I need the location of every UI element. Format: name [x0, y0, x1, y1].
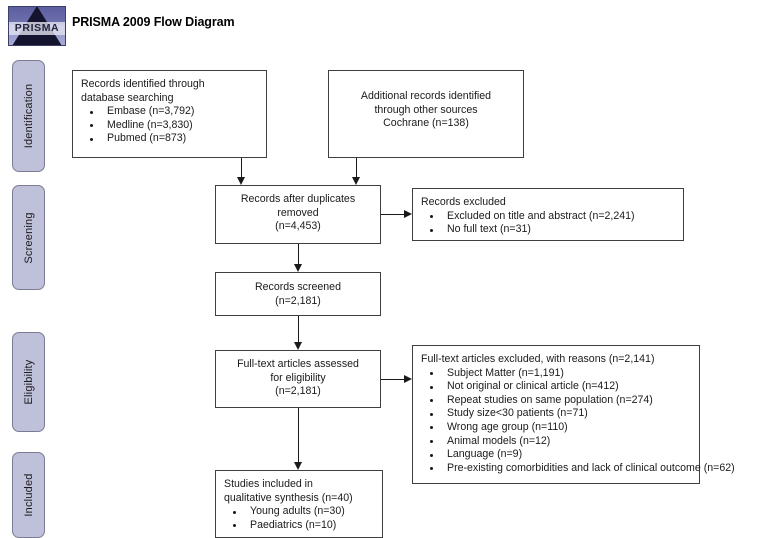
- box-line: Records after duplicates: [240, 193, 356, 205]
- box-line: Full-text articles excluded, with reason…: [421, 353, 655, 365]
- logo-text: PRISMA: [14, 22, 60, 34]
- list-item: Repeat studies on same population (n=274…: [421, 394, 691, 408]
- list-item: No full text (n=31): [421, 223, 675, 237]
- list-item: Animal models (n=12): [421, 435, 691, 449]
- box-studies-included: Studies included in qualitative synthesi…: [215, 470, 383, 538]
- box-line: (n=4,453): [275, 220, 321, 233]
- page-title: PRISMA 2009 Flow Diagram: [72, 15, 235, 29]
- phase-eligibility-label: Eligibility: [22, 359, 35, 405]
- list-item: Wrong age group (n=110): [421, 421, 691, 435]
- arrowhead-fulltext-to-included: [293, 462, 302, 470]
- list-item: Not original or clinical article (n=412): [421, 380, 691, 394]
- box-line: Additional records identified: [360, 90, 492, 102]
- arrowhead-screened-to-fulltext: [293, 342, 302, 350]
- list-item: Paediatrics (n=10): [224, 519, 374, 533]
- list-item: Subject Matter (n=1,191): [421, 367, 691, 381]
- box-records-screened: Records screened (n=2,181): [215, 272, 381, 316]
- box-line: database searching: [81, 91, 174, 104]
- box-records-identified: Records identified through database sear…: [72, 70, 267, 158]
- phase-screening: Screening: [12, 185, 45, 290]
- prisma-logo: PRISMA: [8, 6, 66, 46]
- arrowhead-identified-to-duplicates: [236, 177, 245, 185]
- list-item: Pubmed (n=873): [81, 132, 258, 146]
- phase-identification: Identification: [12, 60, 45, 172]
- box-line: Records screened: [255, 281, 341, 293]
- box-after-duplicates: Records after duplicates removed (n=4,45…: [215, 185, 381, 244]
- phase-eligibility: Eligibility: [12, 332, 45, 432]
- arrowhead-additional-to-duplicates: [351, 177, 360, 185]
- diagram-header: PRISMA PRISMA 2009 Flow Diagram: [0, 0, 764, 52]
- connector-additional-to-duplicates: [356, 158, 357, 177]
- phase-screening-label: Screening: [22, 211, 35, 264]
- box-records-excluded: Records excluded Excluded on title and a…: [412, 188, 684, 241]
- box-line: (n=2,181): [275, 385, 321, 398]
- logo-band: [9, 22, 65, 35]
- box-bullet-list: Young adults (n=30) Paediatrics (n=10): [224, 505, 374, 532]
- box-line: Studies included in: [224, 478, 313, 490]
- list-item: Language (n=9): [421, 448, 691, 462]
- box-line: removed: [277, 206, 319, 219]
- list-item: Embase (n=3,792): [81, 105, 258, 119]
- list-item: Study size<30 patients (n=71): [421, 407, 691, 421]
- list-item: Pre-existing comorbidities and lack of c…: [421, 462, 735, 476]
- box-line: for eligibility: [270, 371, 326, 384]
- box-line: through other sources: [374, 103, 478, 116]
- box-fulltext-excluded: Full-text articles excluded, with reason…: [412, 345, 735, 484]
- list-item: Excluded on title and abstract (n=2,241): [421, 210, 675, 224]
- connector-fulltext-to-excluded: [381, 379, 404, 380]
- phase-identification-label: Identification: [22, 83, 35, 149]
- list-item: Young adults (n=30): [224, 505, 374, 519]
- arrowhead-duplicates-to-screened: [293, 264, 302, 272]
- box-line: Records identified through: [81, 78, 205, 90]
- box-bullet-list: Embase (n=3,792) Medline (n=3,830) Pubme…: [81, 105, 258, 146]
- connector-duplicates-to-screened: [298, 244, 299, 264]
- connector-screened-to-fulltext: [298, 316, 299, 342]
- box-line: Cochrane (n=138): [383, 117, 469, 130]
- phase-included-label: Included: [22, 473, 35, 517]
- arrowhead-fulltext-to-excluded: [404, 374, 412, 383]
- box-additional-records: Additional records identified through ot…: [328, 70, 524, 158]
- phase-included: Included: [12, 452, 45, 538]
- box-line: Records excluded: [421, 196, 506, 208]
- box-bullet-list: Excluded on title and abstract (n=2,241)…: [421, 210, 675, 237]
- box-line: (n=2,181): [275, 294, 321, 307]
- arrowhead-duplicates-to-excluded: [404, 209, 412, 218]
- box-line: qualitative synthesis (n=40): [224, 491, 353, 504]
- connector-fulltext-to-included: [298, 408, 299, 462]
- box-fulltext-assessed: Full-text articles assessed for eligibil…: [215, 350, 381, 408]
- box-bullet-list: Subject Matter (n=1,191) Not original or…: [421, 367, 735, 476]
- box-line: Full-text articles assessed: [237, 358, 359, 370]
- connector-identified-to-duplicates: [241, 158, 242, 177]
- list-item: Medline (n=3,830): [81, 119, 258, 133]
- connector-duplicates-to-excluded: [381, 214, 404, 215]
